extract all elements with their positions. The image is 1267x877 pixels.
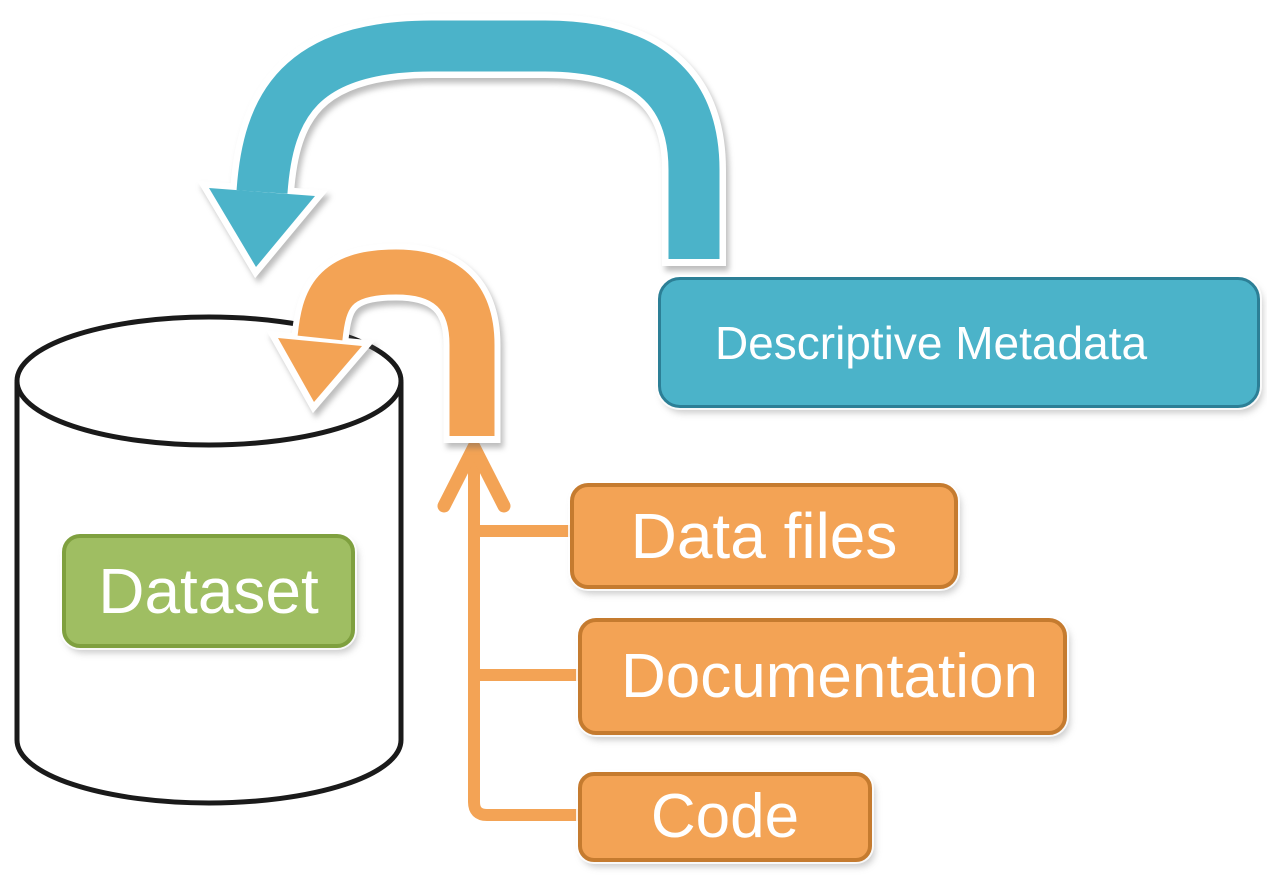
spine-line xyxy=(468,452,582,821)
data-files-label: Data files xyxy=(630,500,898,572)
descriptive-metadata-node: Descriptive Metadata xyxy=(658,277,1260,408)
contents-merge-spine-arrow xyxy=(437,432,584,821)
contents-into-dataset-arrow xyxy=(266,243,501,443)
code-node: Code xyxy=(578,772,872,862)
code-label: Code xyxy=(650,782,800,851)
blue-arrowhead-down xyxy=(209,188,315,267)
orange-arrowhead-down xyxy=(278,338,362,402)
spine-arrowhead-up xyxy=(437,432,511,513)
documentation-label: Documentation xyxy=(620,641,1039,711)
metadata-into-dataset-arrow xyxy=(197,13,726,279)
dataset-label: Dataset xyxy=(98,555,319,627)
data-files-node: Data files xyxy=(570,483,958,589)
dataset-node: Dataset xyxy=(62,534,355,648)
documentation-node: Documentation xyxy=(578,618,1067,735)
descriptive-metadata-label: Descriptive Metadata xyxy=(714,316,1148,369)
